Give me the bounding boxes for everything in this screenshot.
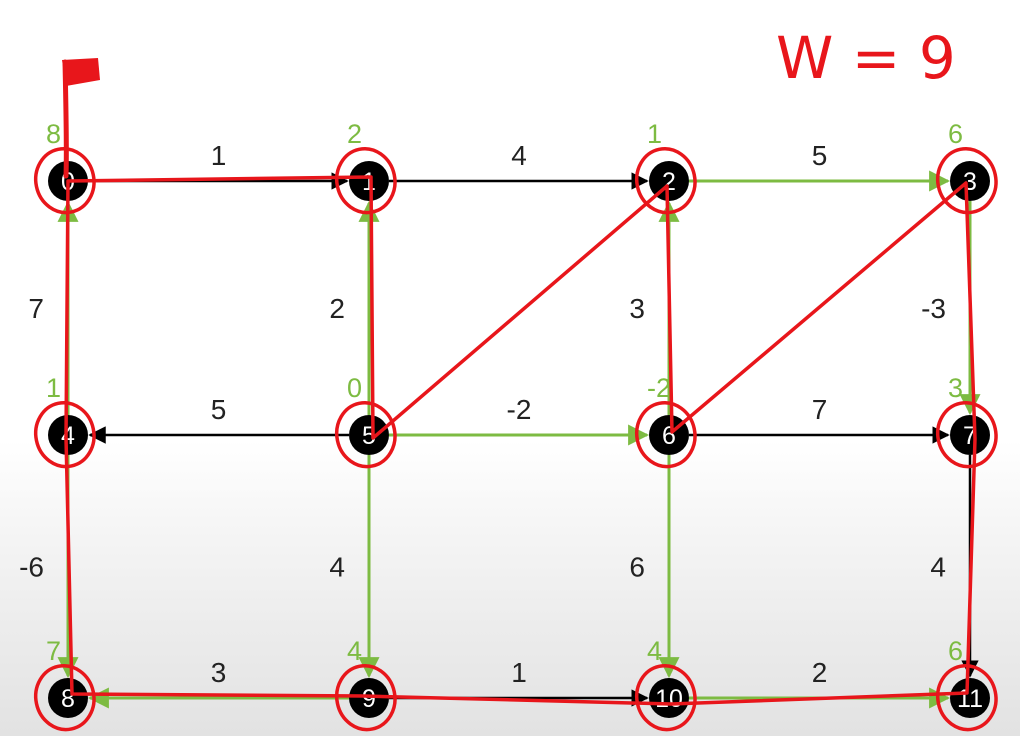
red-node-circle-8 (33, 664, 96, 732)
node-5: 5 (349, 415, 389, 455)
node-distance-1: 2 (347, 119, 362, 149)
edge-weight-5-6: -2 (507, 394, 532, 425)
red-node-circle-1 (334, 147, 397, 215)
node-11: 11 (950, 678, 990, 718)
node-circle (950, 415, 990, 455)
red-node-circle-4 (33, 401, 96, 469)
node-distance-2: 1 (647, 119, 662, 149)
red-node-circle-9 (334, 664, 397, 732)
node-1: 1 (349, 161, 389, 201)
edge-weight-3-7: -3 (921, 293, 946, 324)
node-9: 9 (349, 678, 389, 718)
handwritten-annotation: W = 9 (33, 24, 998, 732)
node-3: 3 (950, 161, 990, 201)
node-circle (649, 678, 689, 718)
edge-weight-2-3: 5 (812, 140, 828, 171)
edge-weight-5-9: 4 (329, 552, 345, 583)
node-distance-10: 4 (647, 636, 662, 666)
red-node-circle-0 (33, 147, 96, 215)
node-circle (349, 161, 389, 201)
red-node-circle-6 (634, 401, 697, 469)
edge-weight-1-2: 4 (511, 140, 527, 171)
edge-weight-9-8: 3 (211, 657, 227, 688)
node-8: 8 (48, 678, 88, 718)
node-distance-7: 3 (948, 373, 963, 403)
node-distance-3: 6 (948, 119, 963, 149)
red-flag-icon (62, 58, 100, 179)
node-distance-8: 7 (46, 636, 61, 666)
node-circle (349, 415, 389, 455)
red-node-circle-3 (935, 147, 998, 215)
node-label: 1 (362, 168, 376, 196)
node-10: 10 (649, 678, 689, 718)
node-circle (950, 161, 990, 201)
node-label: 6 (662, 422, 676, 450)
node-circle (950, 678, 990, 718)
edge-weight-5-4: 5 (211, 394, 227, 425)
node-distance-9: 4 (347, 636, 362, 666)
edges-layer (57, 170, 981, 709)
node-7: 7 (950, 415, 990, 455)
red-node-circle-2 (634, 147, 697, 215)
node-distance-5: 0 (347, 373, 362, 403)
edge-weight-4-0: 7 (28, 293, 44, 324)
red-node-circle-5 (334, 401, 397, 469)
edge-weight-9-10: 1 (511, 657, 527, 688)
edge-weight-10-11: 2 (812, 657, 828, 688)
node-circle (349, 678, 389, 718)
edge-weight-5-1: 2 (329, 293, 345, 324)
red-node-circle-10 (634, 664, 697, 732)
weight-annotation: W = 9 (776, 24, 956, 92)
node-circle (48, 678, 88, 718)
node-label: 4 (61, 422, 75, 450)
node-distance-11: 6 (948, 636, 963, 666)
edge-weight-4-8: -6 (19, 552, 44, 583)
node-distance-0: 8 (46, 119, 61, 149)
node-label: 10 (655, 685, 683, 713)
node-distance-4: 1 (46, 373, 61, 403)
hamiltonian-cycle-scribble (64, 175, 977, 706)
edge-weight-0-1: 1 (211, 140, 227, 171)
node-label: 11 (957, 685, 983, 713)
red-node-circle-11 (935, 664, 998, 732)
edge-weight-6-7: 7 (812, 394, 828, 425)
node-circle (48, 415, 88, 455)
node-label: 2 (662, 168, 676, 196)
edge-weight-6-2: 3 (629, 293, 645, 324)
edge-weight-6-10: 6 (629, 552, 645, 583)
node-label: 9 (362, 685, 376, 713)
edge-weight-7-11: 4 (930, 552, 946, 583)
node-distance-6: -2 (647, 373, 671, 403)
red-node-circle-7 (935, 401, 998, 469)
